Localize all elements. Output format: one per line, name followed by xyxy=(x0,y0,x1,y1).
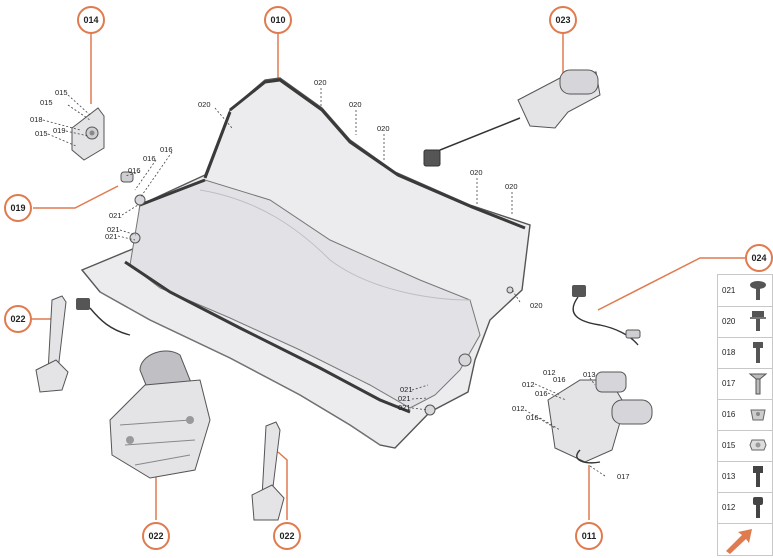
button-head-screw-icon xyxy=(750,281,766,300)
countersunk-screw-icon xyxy=(748,373,768,395)
callout-022-left: 022 xyxy=(4,305,32,333)
fastener-legend: 021 020 018 017 016 015 013 012 xyxy=(717,274,773,556)
bracket-014 xyxy=(71,107,105,161)
motor-assembly-011 xyxy=(547,371,653,464)
label-021: 021 xyxy=(109,211,122,220)
legend-code: 013 xyxy=(722,472,736,481)
legend-code: 016 xyxy=(722,410,736,419)
label-015: 015 xyxy=(55,88,68,97)
callout-022-centre: 022 xyxy=(142,522,170,550)
motor-023 xyxy=(423,69,601,167)
label-020: 020 xyxy=(470,168,483,177)
label-020: 020 xyxy=(377,124,390,133)
legend-row-015: 015 xyxy=(718,430,772,462)
label-020: 020 xyxy=(314,78,327,87)
leader-lines xyxy=(30,33,745,520)
callout-022-right: 022 xyxy=(273,522,301,550)
label-020: 020 xyxy=(505,182,518,191)
hex-socket-bolt-icon xyxy=(753,466,763,487)
label-021: 021 xyxy=(398,403,411,412)
legend-code: 018 xyxy=(722,348,736,357)
direction-arrow-icon xyxy=(726,529,752,554)
label-021: 021 xyxy=(400,385,413,394)
label-016: 016 xyxy=(143,154,156,163)
label-015: 015 xyxy=(35,129,48,138)
hex-nut-icon xyxy=(749,439,767,451)
label-021: 021 xyxy=(398,394,411,403)
label-019: 019 xyxy=(53,126,66,135)
label-021: 021 xyxy=(105,232,118,241)
label-016: 016 xyxy=(526,413,539,422)
label-016: 016 xyxy=(128,166,141,175)
label-020: 020 xyxy=(530,301,543,310)
clip-nut-icon xyxy=(750,409,766,421)
callout-010: 010 xyxy=(264,6,292,34)
legend-code: 017 xyxy=(722,379,736,388)
legend-row-017: 017 xyxy=(718,368,772,400)
mechanism-022-centre xyxy=(109,350,211,479)
callout-019: 019 xyxy=(4,194,32,222)
callout-011: 011 xyxy=(575,522,603,550)
label-020: 020 xyxy=(349,100,362,109)
legend-code: 015 xyxy=(722,441,736,450)
soft-top-panel xyxy=(80,77,531,449)
callout-014: 014 xyxy=(77,6,105,34)
legend-row-021: 021 xyxy=(718,275,772,307)
label-016: 016 xyxy=(160,145,173,154)
legend-row-018: 018 xyxy=(718,337,772,369)
label-021: 021 xyxy=(107,225,120,234)
legend-code: 012 xyxy=(722,503,736,512)
label-012: 012 xyxy=(522,380,535,389)
linkage-022-left xyxy=(35,295,131,393)
label-012: 012 xyxy=(543,368,556,377)
linkage-022-right xyxy=(251,421,285,521)
legend-row-020: 020 xyxy=(718,306,772,338)
legend-code: 021 xyxy=(722,286,736,295)
label-012: 012 xyxy=(512,404,525,413)
legend-code: 020 xyxy=(722,317,736,326)
legend-row-016: 016 xyxy=(718,399,772,431)
wire-harness-024 xyxy=(572,285,641,346)
socket-cap-screw-icon xyxy=(753,497,763,518)
grommet-019 xyxy=(120,171,134,183)
flange-bolt-icon xyxy=(750,311,766,331)
legend-row-012: 012 xyxy=(718,492,772,524)
label-016: 016 xyxy=(535,389,548,398)
callout-023: 023 xyxy=(549,6,577,34)
label-018: 018 xyxy=(30,115,43,124)
part-leader-dashes xyxy=(42,88,606,477)
label-016: 016 xyxy=(553,375,566,384)
legend-row-013: 013 xyxy=(718,461,772,493)
label-013: 013 xyxy=(583,370,596,379)
callout-024: 024 xyxy=(745,244,773,272)
hex-bolt-icon xyxy=(753,342,763,363)
label-020: 020 xyxy=(198,100,211,109)
label-015: 015 xyxy=(40,98,53,107)
label-017: 017 xyxy=(617,472,630,481)
